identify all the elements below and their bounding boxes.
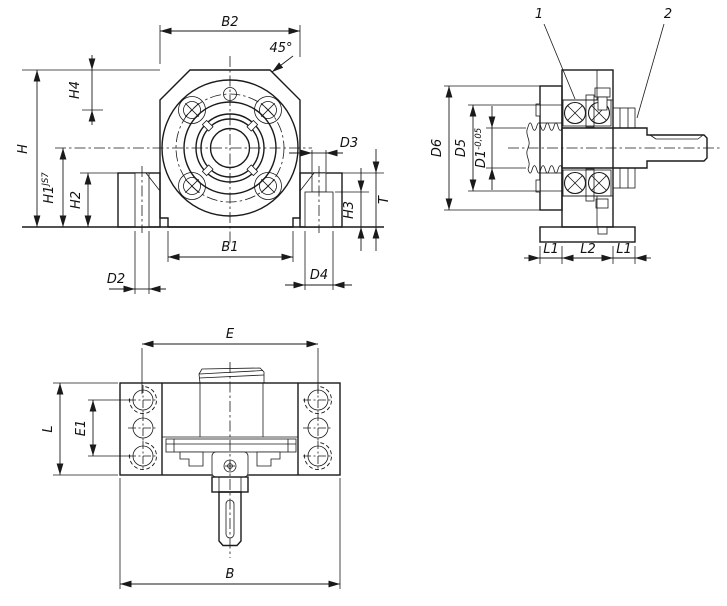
front-body-outline (159, 69, 301, 228)
dim-d6: D6 (430, 85, 540, 211)
bearing-spacer-bottom (585, 168, 595, 202)
dim-b1: B1 (167, 231, 294, 262)
dim-e1: E1 (74, 399, 131, 457)
dim-h4: H4 (68, 55, 103, 125)
dim-label-h3: H3 (342, 201, 357, 219)
dim-label-b1: B1 (221, 240, 238, 255)
plan-step-right (256, 451, 281, 467)
plan-step-left (179, 451, 204, 467)
set-screw-body (597, 96, 608, 111)
dim-label-e1: E1 (74, 420, 89, 437)
dim-e: E (141, 327, 319, 394)
svg-text:D1-0,05: D1-0,05 (474, 128, 489, 168)
dim-h1: H1JS7 (41, 148, 67, 227)
dim-d3: D3 (289, 136, 358, 172)
dim-label-d3: D3 (340, 136, 358, 151)
dim-label-d2: D2 (107, 272, 125, 287)
dim-label-d4: D4 (310, 268, 328, 283)
plan-boss (198, 367, 265, 384)
section-housing (561, 69, 614, 228)
dim-t: T (342, 149, 392, 251)
dim-label-d1: D1 (474, 150, 489, 168)
plan-flange (165, 438, 297, 453)
plan-holes (128, 385, 333, 471)
dim-label-b2: B2 (221, 15, 238, 30)
front-right-foot (299, 166, 343, 233)
dim-h2: H2 (69, 172, 118, 227)
plan-view (119, 362, 341, 558)
dim-label-h4: H4 (68, 81, 83, 99)
dim-label-h1: H1 (42, 186, 57, 204)
angle-label-45: 45° (269, 41, 292, 56)
dim-d2: D2 (107, 231, 166, 294)
dim-d1: D1-0,05 (474, 106, 526, 190)
bearing-spacer-top (585, 94, 595, 128)
dim-d5: D5 (454, 104, 562, 192)
dim-l1-l2-l1: L1 L2 L1 (524, 242, 651, 264)
dim-label-b: B (226, 567, 235, 582)
drive-slots (201, 119, 259, 177)
tolerance-label-js7: JS7 (41, 172, 51, 188)
dim-label-l1-left: L1 (543, 242, 559, 257)
dim-label-h: H (16, 144, 31, 154)
flange-screws (178, 96, 282, 200)
dim-l: L (41, 382, 118, 476)
svg-text:H1JS7: H1JS7 (41, 172, 57, 204)
callout-1: 1 (535, 7, 543, 22)
dim-b: B (119, 478, 341, 589)
dim-label-d5: D5 (454, 139, 469, 157)
dim-d4: D4 (285, 231, 352, 290)
set-screw-bottom (595, 198, 609, 209)
dim-label-l2: L2 (580, 242, 596, 257)
dim-b2: B2 (159, 15, 301, 64)
tolerance-label-d1: -0,05 (474, 128, 484, 150)
callout-leaders: 1 2 (535, 7, 672, 119)
dim-label-l: L (41, 425, 56, 432)
dim-h3: H3 (335, 168, 369, 251)
dim-h: H (16, 69, 160, 227)
dim-label-e: E (226, 327, 235, 342)
section-base (539, 226, 636, 243)
dim-angle-45: 45° (269, 41, 294, 73)
dim-label-l1-right: L1 (616, 242, 632, 257)
dim-label-t: T (377, 195, 392, 204)
front-view (22, 56, 384, 243)
callout-2: 2 (664, 7, 672, 22)
dim-label-h2: H2 (69, 191, 84, 209)
section-view (508, 69, 722, 243)
front-left-foot (117, 166, 161, 233)
section-bearing (562, 87, 612, 209)
dim-label-d6: D6 (430, 139, 445, 157)
